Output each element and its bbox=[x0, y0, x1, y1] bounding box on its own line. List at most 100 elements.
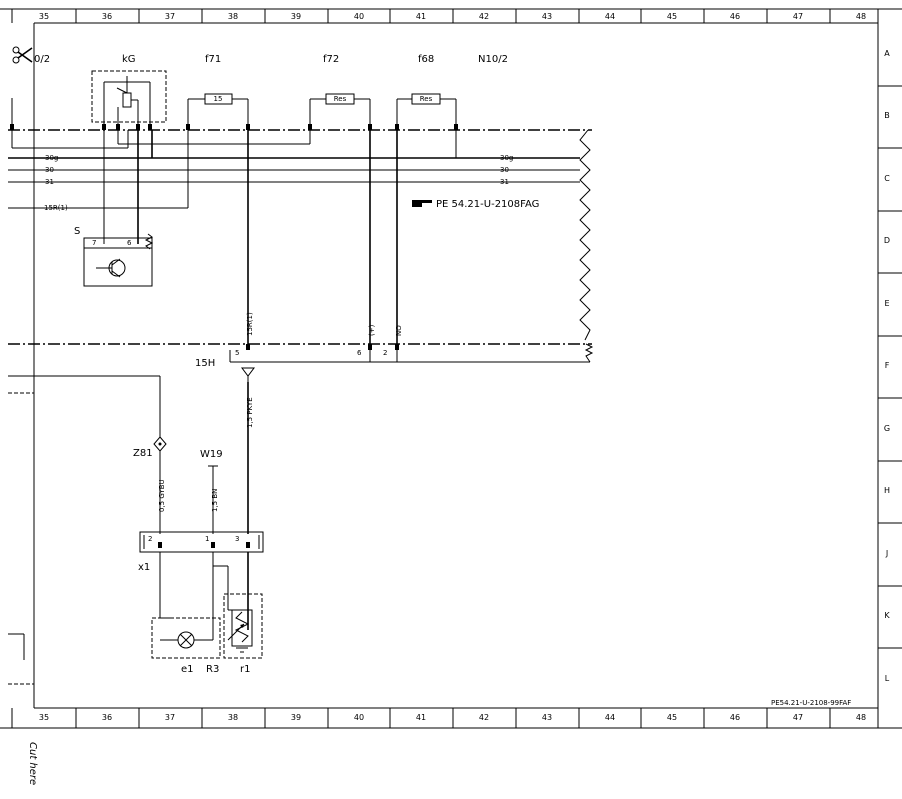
pin-6-label: 6 bbox=[357, 349, 362, 357]
col-label: 42 bbox=[479, 713, 489, 722]
col-label: 44 bbox=[605, 12, 615, 21]
lamp-e1 bbox=[151, 617, 221, 659]
bus-31-left: 31 bbox=[45, 178, 54, 186]
bus-15r1-left: 15R(1) bbox=[44, 204, 68, 212]
connector-pins-top bbox=[10, 124, 458, 130]
col-label: 48 bbox=[856, 12, 866, 21]
f68-value: Res bbox=[420, 95, 433, 103]
sheet-frame bbox=[0, 8, 902, 729]
power-bus bbox=[8, 130, 580, 209]
s-label: S bbox=[74, 226, 80, 237]
kg-label: kG bbox=[122, 54, 136, 65]
label-15h: 15H bbox=[195, 358, 215, 369]
col-label: 46 bbox=[730, 713, 740, 722]
col-label: 35 bbox=[39, 12, 49, 21]
row-label: C bbox=[884, 174, 890, 183]
fuse-f71: 15 bbox=[187, 93, 249, 128]
pin-5-label: 5 bbox=[235, 349, 239, 357]
col-label: 38 bbox=[228, 12, 238, 21]
col-label: 37 bbox=[165, 713, 175, 722]
scissors-icon bbox=[12, 46, 33, 64]
col-label: 47 bbox=[793, 12, 803, 21]
bus-31-right: 31 bbox=[500, 178, 509, 186]
col-label: 43 bbox=[542, 713, 552, 722]
x1-pin-3: 3 bbox=[235, 535, 239, 543]
w19-label: W19 bbox=[200, 449, 223, 460]
n10-2-label: N10/2 bbox=[478, 54, 508, 65]
column-ruler-bottom: 35 36 37 38 39 40 41 42 43 44 45 46 47 4… bbox=[11, 708, 866, 728]
ground-w19-icon bbox=[208, 465, 218, 478]
transistor-module-s: 7 6 bbox=[83, 130, 154, 287]
lower-wiring bbox=[159, 552, 249, 641]
row-label: G bbox=[884, 424, 890, 433]
vertical-wires bbox=[247, 130, 398, 345]
connector-z81-icon bbox=[153, 436, 167, 452]
row-label: L bbox=[885, 674, 890, 683]
fuse-f72: Res bbox=[309, 93, 371, 128]
x1-pin-2: 2 bbox=[148, 535, 152, 543]
col-label: 41 bbox=[416, 713, 426, 722]
connector-x1: 2 1 3 bbox=[139, 531, 264, 553]
col-label: 44 bbox=[605, 713, 615, 722]
reference-note: PE 54.21-U-2108FAG bbox=[436, 199, 539, 210]
f72-value: Res bbox=[334, 95, 347, 103]
row-label: D bbox=[884, 236, 890, 245]
f72-label: f72 bbox=[323, 54, 339, 65]
col-label: 47 bbox=[793, 713, 803, 722]
sheet-reference: PE54.21-U-2108-99FAF bbox=[771, 699, 851, 707]
line-15h bbox=[229, 343, 594, 382]
col-label: 38 bbox=[228, 713, 238, 722]
col-label: 45 bbox=[667, 713, 677, 722]
row-label: J bbox=[885, 549, 888, 558]
row-label: B bbox=[884, 111, 890, 120]
relay-kg bbox=[11, 70, 167, 128]
col-label: 36 bbox=[102, 713, 112, 722]
col-label: 46 bbox=[730, 12, 740, 21]
s-pin-7: 7 bbox=[92, 239, 96, 247]
wire-gybu-label: 0,5 GYBU bbox=[158, 479, 166, 512]
e1-label: e1 bbox=[181, 664, 194, 675]
row-label: H bbox=[884, 486, 890, 495]
col-label: 39 bbox=[291, 713, 301, 722]
row-label: A bbox=[884, 49, 890, 58]
z81-label: Z81 bbox=[133, 448, 153, 459]
col-label: 39 bbox=[291, 12, 301, 21]
row-label: F bbox=[885, 361, 890, 370]
boundary-break-line bbox=[579, 129, 591, 341]
wire-plus-label: (+) bbox=[368, 324, 376, 336]
wire-bn-label: 1,5 BN bbox=[211, 489, 219, 512]
bus-30g-left: 30g bbox=[45, 154, 58, 162]
fuse-f68: Res bbox=[396, 93, 457, 128]
connector-pins-bottom bbox=[246, 344, 399, 350]
f71-label: f71 bbox=[205, 54, 221, 65]
col-label: 37 bbox=[165, 12, 175, 21]
s-pin-6: 6 bbox=[127, 239, 132, 247]
ref-0-2-label: 0/2 bbox=[34, 54, 50, 65]
row-label: E bbox=[884, 299, 889, 308]
bus-30g-right: 30g bbox=[500, 154, 513, 162]
column-ruler-top: 35 36 37 38 39 40 41 42 43 44 45 46 47 4… bbox=[11, 9, 866, 23]
wire-15r1-vertical: 15R(1) bbox=[246, 312, 254, 336]
bus-30-right: 30 bbox=[500, 166, 509, 174]
wire-no-label: NO bbox=[395, 325, 403, 336]
heater-r3-r1 bbox=[223, 593, 263, 659]
cut-here-label: Cut here bbox=[27, 742, 38, 785]
f71-value: 15 bbox=[214, 95, 223, 103]
x1-label: x1 bbox=[138, 562, 150, 573]
r3-label: R3 bbox=[206, 664, 219, 675]
col-label: 45 bbox=[667, 12, 677, 21]
row-label: K bbox=[884, 611, 890, 620]
row-ruler-right: A B C D E F G H J K L bbox=[878, 49, 902, 683]
wire-pkye-label: 1,5 PKYE bbox=[246, 397, 254, 428]
bus-30-left: 30 bbox=[45, 166, 54, 174]
col-label: 35 bbox=[39, 713, 49, 722]
r1-label: r1 bbox=[240, 664, 250, 675]
col-label: 41 bbox=[416, 12, 426, 21]
col-label: 40 bbox=[354, 713, 364, 722]
left-edge-partials bbox=[8, 375, 161, 685]
col-label: 48 bbox=[856, 713, 866, 722]
f68-label: f68 bbox=[418, 54, 434, 65]
col-label: 40 bbox=[354, 12, 364, 21]
hand-pointer-icon bbox=[412, 200, 432, 207]
